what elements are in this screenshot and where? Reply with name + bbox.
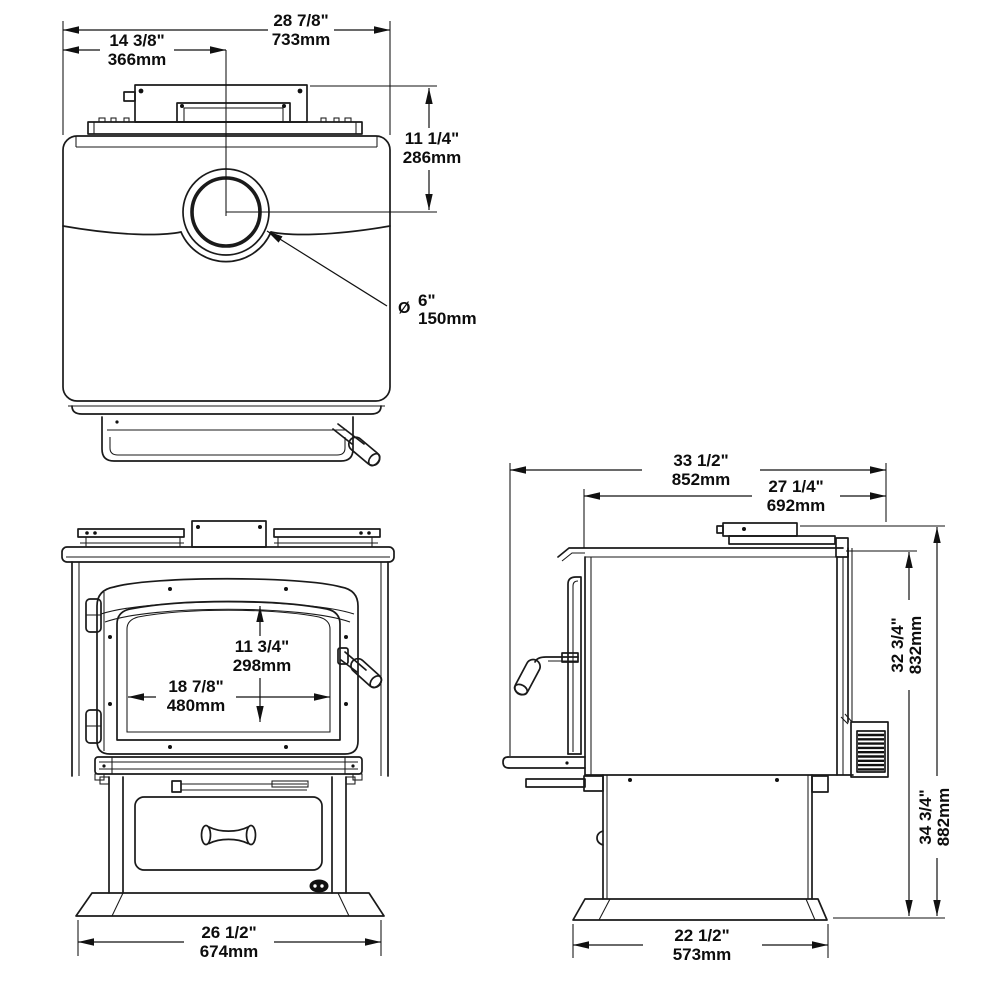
dim-flue-center-from-rear: 11 1/4" 286mm [226, 85, 462, 213]
door-top-profile [68, 405, 385, 467]
ash-lip-front [94, 756, 363, 781]
dim-label: 692mm [767, 496, 826, 515]
side-view: 33 1/2" 852mm 27 1/4" 692mm 32 3/4" 832m… [502, 451, 953, 964]
drawer-slide-bar [171, 780, 309, 793]
ash-lip-side [502, 756, 586, 788]
blower-grille [858, 733, 884, 771]
dim-label: 733mm [272, 30, 331, 49]
drawer-handle [200, 824, 257, 846]
dim-label: 11 3/4" [235, 637, 289, 656]
dim-label: 480mm [167, 696, 226, 715]
dim-side-depth-body: 27 1/4" 692mm [583, 477, 886, 548]
brand-badge [309, 879, 329, 893]
base-front [75, 892, 385, 917]
flue-box-front [191, 520, 267, 548]
dim-side-depth-overall: 33 1/2" 852mm [509, 451, 887, 756]
door-side-profile [567, 576, 582, 755]
rear-heat-shield-side [716, 522, 836, 545]
top-plate-side [557, 537, 849, 562]
glass-frame [116, 600, 341, 741]
door-outline [96, 577, 359, 755]
pedestal-side [583, 774, 829, 900]
dim-label: 33 1/2" [673, 451, 728, 470]
dim-top-width-overall: 28 7/8" 733mm [62, 11, 391, 135]
dim-side-base-depth: 22 1/2" 573mm [572, 924, 829, 964]
stove-door [85, 577, 383, 755]
door-handle-front [337, 647, 383, 689]
dim-label: 18 7/8" [168, 677, 223, 696]
stove-body-side [584, 547, 854, 776]
dim-label: 6" [418, 291, 436, 310]
front-view: 11 3/4" 298mm 18 7/8" 480mm [61, 520, 395, 961]
door-handle-top [332, 423, 381, 467]
door-handle-side [513, 652, 579, 696]
dim-label: 22 1/2" [674, 926, 729, 945]
dim-label: 14 3/8" [109, 31, 164, 50]
top-plate-front [61, 546, 395, 563]
top-view: 28 7/8" 733mm 14 3/8" 366mm 11 1/4" 286m… [62, 11, 477, 467]
dim-side-height-overall: 34 3/4" 882mm [800, 525, 953, 919]
base-side [572, 898, 828, 921]
pedestal-front [99, 776, 356, 894]
top-shield-strips [77, 528, 381, 547]
dim-label: 298mm [233, 656, 292, 675]
dim-label: 32 3/4" [888, 617, 907, 672]
door-glass [126, 609, 331, 733]
dim-label: 27 1/4" [768, 477, 823, 496]
rear-heat-shield-top [123, 84, 308, 123]
dim-label: 28 7/8" [273, 11, 328, 30]
dim-glass-height: 11 3/4" 298mm [233, 606, 292, 722]
dim-flue-center-from-left: 14 3/8" 366mm [63, 31, 227, 216]
dim-label: 26 1/2" [201, 923, 256, 942]
ash-drawer [134, 796, 329, 893]
dim-label: 674mm [200, 942, 259, 961]
dim-front-base-width: 26 1/2" 674mm [77, 920, 382, 961]
dim-label: 882mm [934, 788, 953, 847]
stove-body-front [71, 561, 389, 777]
dim-label: 286mm [403, 148, 462, 167]
dim-side-height-to-top: 32 3/4" 832mm [846, 550, 925, 916]
dim-label: 832mm [906, 616, 925, 675]
door-hinge-top [85, 598, 102, 633]
dim-label: 150mm [418, 309, 477, 328]
flue-collar-bump [180, 231, 272, 263]
dim-glass-width: 18 7/8" 480mm [128, 677, 330, 715]
blower-unit [840, 713, 889, 778]
dim-label: 11 1/4" [405, 129, 459, 148]
dim-label: 852mm [672, 470, 731, 489]
door-hinge-bottom [85, 709, 102, 744]
dim-label: 573mm [673, 945, 732, 964]
dim-label: 366mm [108, 50, 167, 69]
dim-flue-diameter: Ø 6" 150mm [266, 230, 477, 328]
diameter-symbol: Ø [398, 300, 410, 317]
stove-top-plate-edge [87, 117, 363, 135]
dim-label: 34 3/4" [916, 789, 935, 844]
